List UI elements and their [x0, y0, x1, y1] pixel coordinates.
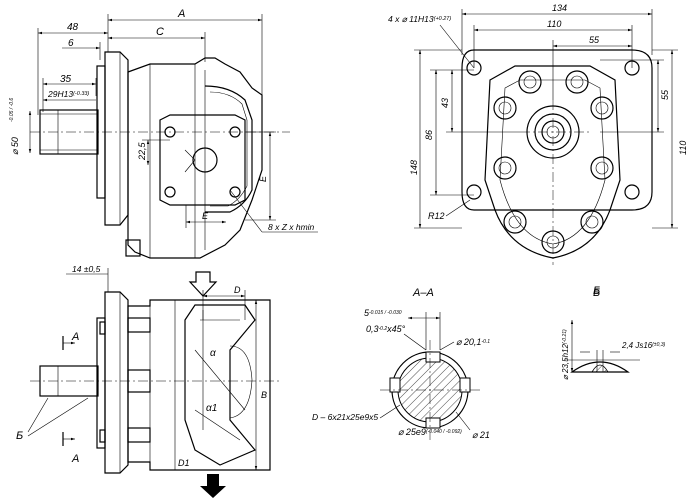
dim-R12: R12: [428, 211, 445, 221]
dim-E-horizontal: E: [202, 211, 209, 221]
dim-spline: D – 6x21x25e9x5: [312, 412, 378, 422]
dim-110: 110: [547, 19, 561, 29]
dim-D1: D1: [178, 458, 190, 468]
detail-label: Б: [16, 430, 23, 442]
dim-dia-20: ⌀ 20,1-0.1: [456, 337, 490, 347]
section-label-top: A: [71, 331, 79, 343]
dim-86: 86: [424, 130, 434, 140]
dim-dia-21: ⌀ 21: [472, 430, 490, 440]
dim-55-right: 55: [660, 89, 670, 100]
dim-D: D: [234, 285, 241, 295]
dim-110-right: 110: [678, 141, 688, 155]
dim-shaft-dia-tol: -0.05 / -0.6: [9, 98, 15, 122]
dim-B: B: [261, 390, 267, 400]
detail-B: Б ⌀ 23,5h12(-0.21) 2,4 Js16(±0,3): [561, 287, 666, 380]
dim-43: 43: [440, 98, 450, 108]
dim-key-5: 5-0.015 / -0.030: [364, 308, 402, 318]
dim-C: C: [156, 26, 164, 38]
section-title: A–A: [412, 287, 434, 299]
dim-14: 14 ±0,5: [72, 264, 101, 274]
detail-title: Б: [593, 287, 600, 299]
side-view: A C 48 6 35 29H13(-0.33) ⌀ 50 -0.05 / -0…: [9, 8, 318, 259]
dim-35: 35: [60, 74, 72, 85]
dim-dia-25: ⌀ 25e9(-0.040 / -0.092): [398, 427, 462, 437]
label-alpha1: α1: [206, 403, 217, 414]
dim-148: 148: [409, 160, 419, 175]
note-holes: 8 x Z x hmin: [268, 222, 315, 232]
dim-29: 29H13(-0.33): [47, 89, 89, 99]
bottom-view: 14 ±0,5 D B: [16, 264, 280, 498]
dim-134: 134: [552, 3, 567, 13]
dim-shaft-dia: ⌀ 50: [10, 137, 20, 155]
dim-chamfer: 0,3-0.2x45°: [366, 324, 406, 334]
dim-A: A: [177, 8, 185, 20]
dim-55-top: 55: [589, 35, 600, 45]
label-holes: 4 x ⌀ 11H13(+0.27): [388, 14, 451, 24]
section-A-A: A–A 5-0.015 / -0.030 0,3-0.2x45° ⌀ 20,1-…: [312, 287, 490, 440]
dim-width: 2,4 Js16(±0,3): [621, 341, 666, 350]
front-view-label: Б: [593, 285, 600, 297]
dim-E-vertical: E: [258, 175, 268, 182]
section-label-bottom: A: [71, 453, 79, 465]
dim-22-5: 22,5: [137, 141, 147, 161]
dim-6: 6: [68, 38, 74, 49]
dim-48: 48: [67, 22, 79, 33]
label-alpha: α: [210, 348, 216, 359]
front-view: 134 110 55 4 x ⌀ 11H13(+0.27) 148 86 43 …: [388, 3, 688, 297]
dim-dia-23: ⌀ 23,5h12(-0.21): [561, 329, 570, 380]
